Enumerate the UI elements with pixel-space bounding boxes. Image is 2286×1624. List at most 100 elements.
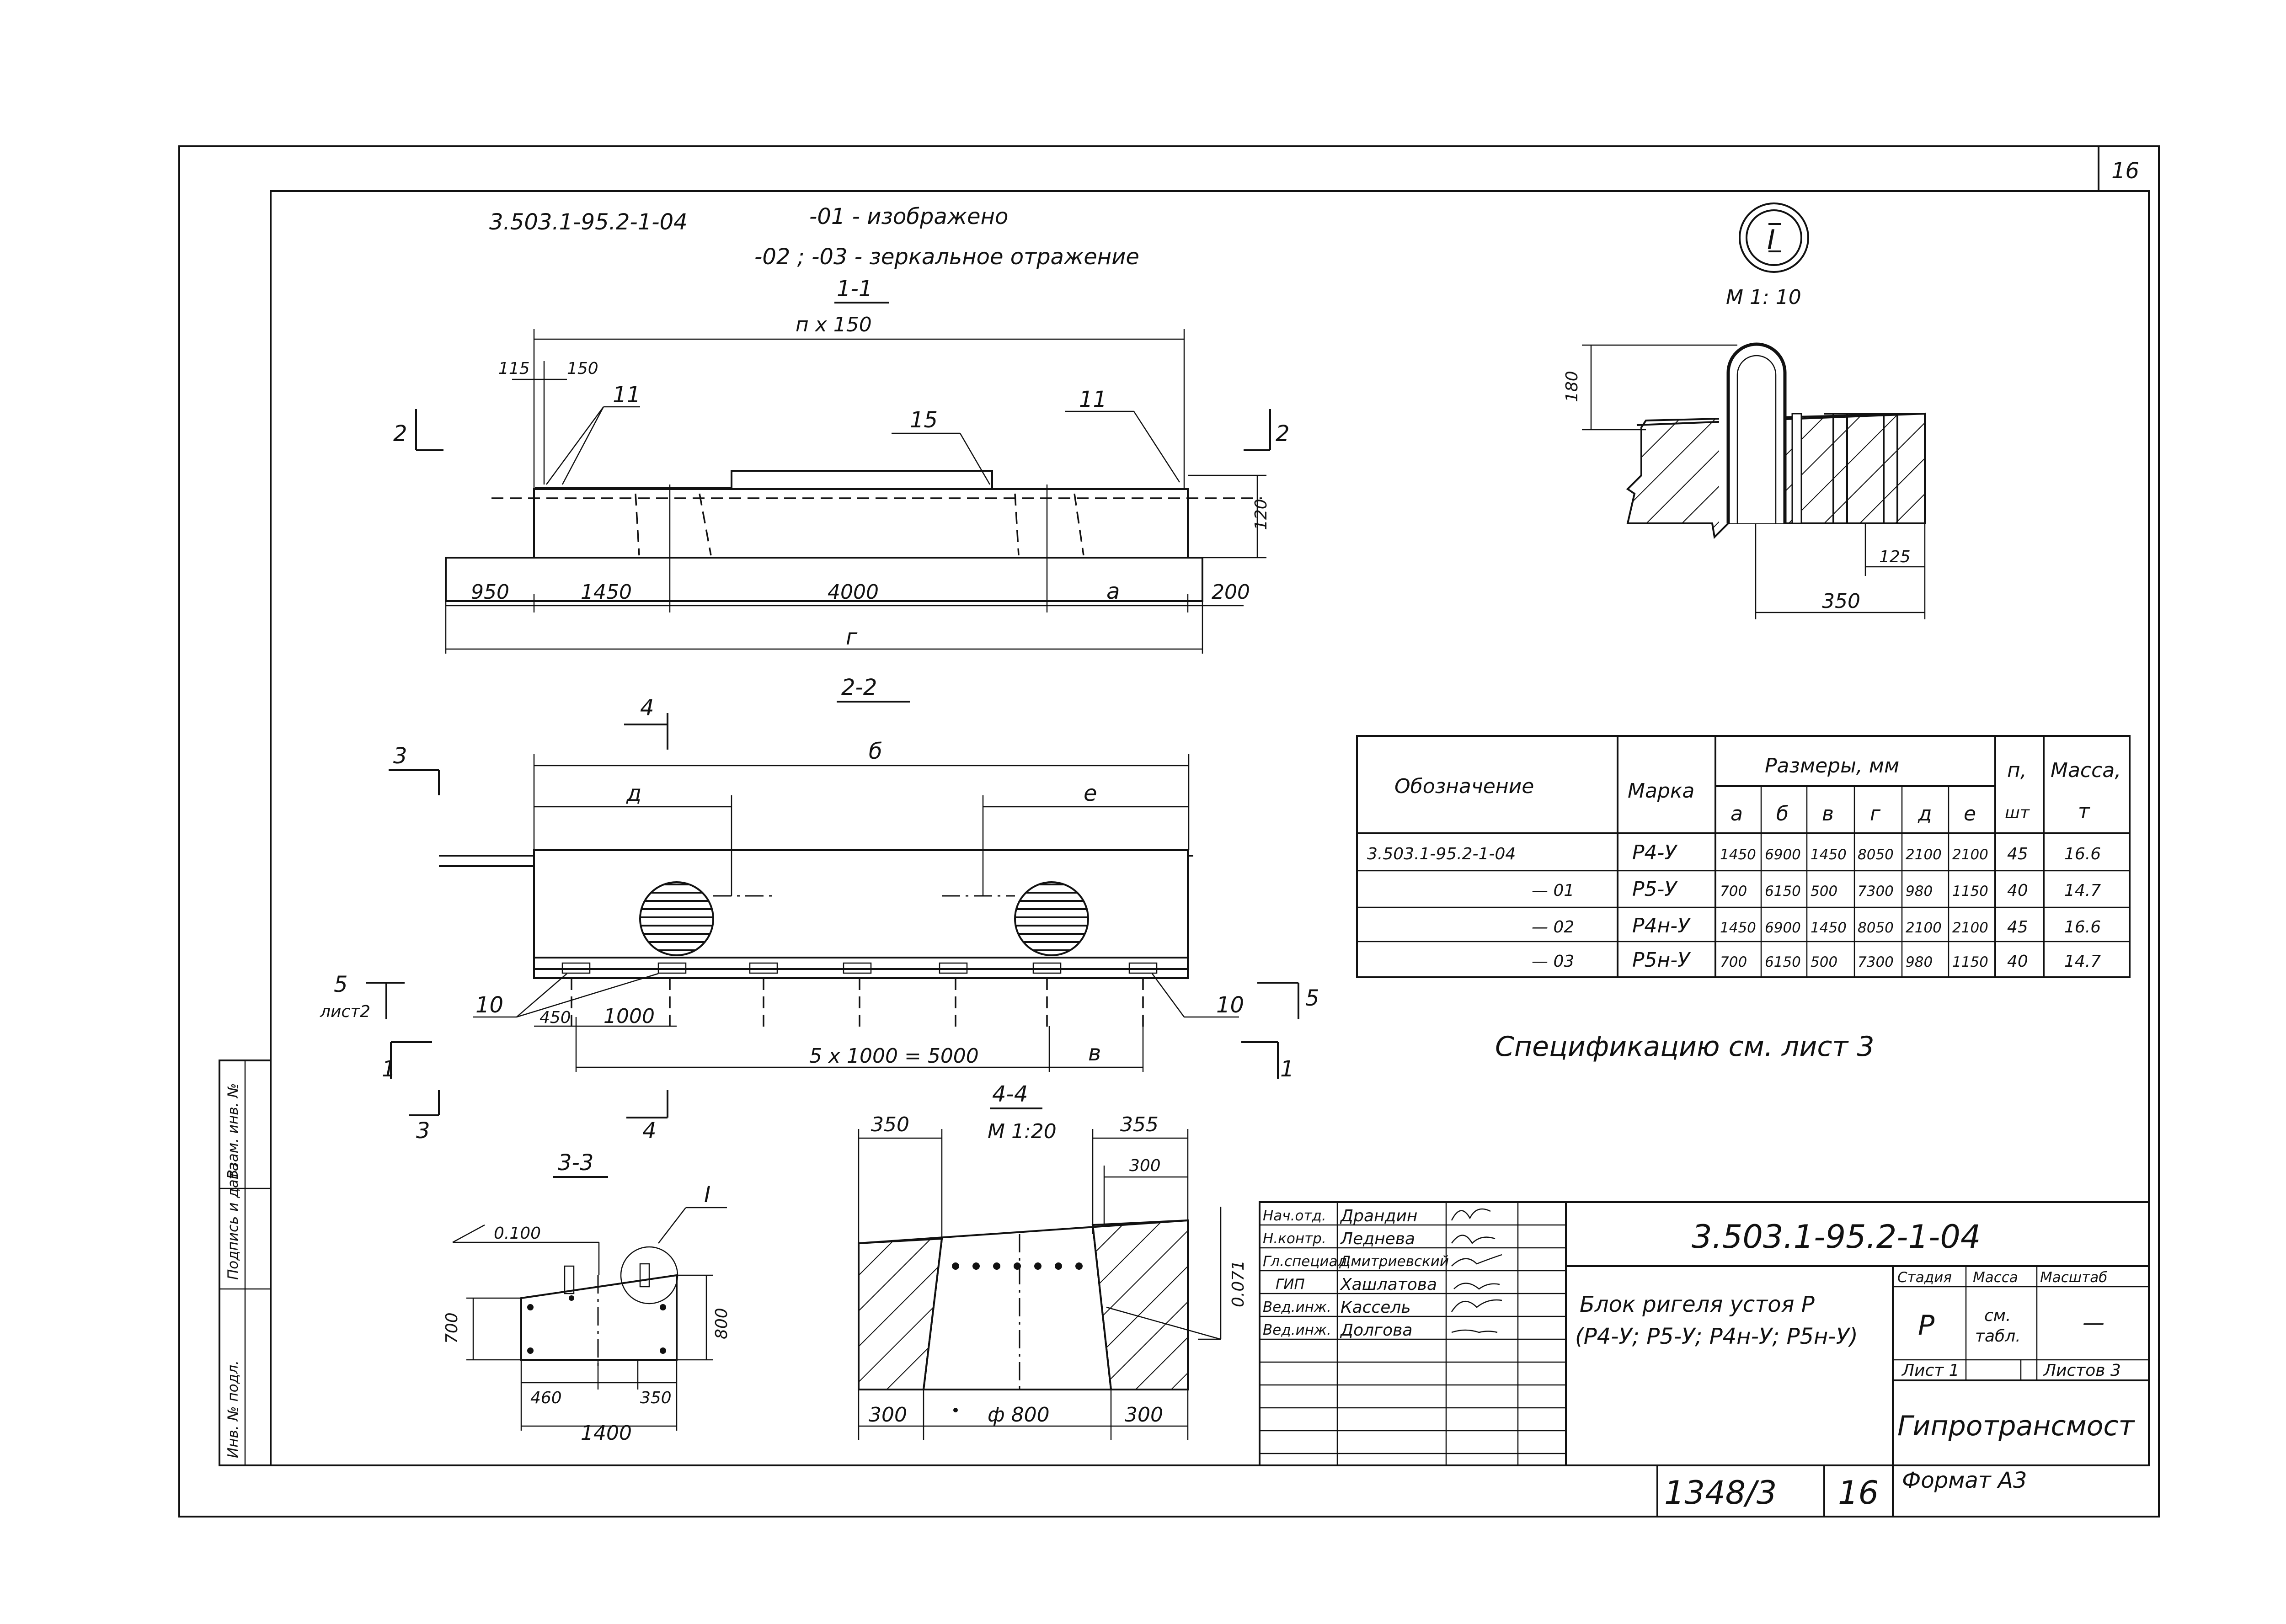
svg-text:п,: п, [2007,759,2027,782]
table-cell-n: 45 [2007,918,2028,937]
table-cell-mark: Р4-У [1632,841,1678,864]
inner-frame [270,190,2150,1466]
svg-text:д: д [1917,802,1932,825]
svg-text:б: б [869,739,882,764]
table-cell-v: 500 [1811,954,1837,970]
table-cell-des: — 01 [1532,881,1574,900]
svg-text:Листов 3: Листов 3 [2043,1361,2121,1380]
svg-text:15: 15 [910,407,938,433]
svg-text:Масса: Масса [1973,1269,2018,1286]
spec-note: Спецификацию см. лист 3 [1495,1031,1875,1063]
svg-text:10: 10 [475,992,503,1018]
svg-text:350: 350 [871,1113,909,1136]
archive-number: 1348/3 [1664,1474,1777,1512]
table-cell-e: 2100 [1952,920,1988,936]
svg-text:200: 200 [1212,580,1250,604]
svg-text:0.100: 0.100 [494,1224,541,1243]
svg-text:Н.контр.: Н.контр. [1263,1230,1326,1247]
table-cell-g: 8050 [1858,920,1894,936]
table-cell-a: 700 [1720,883,1747,900]
table-cell-d: 980 [1906,883,1933,900]
svg-text:4000: 4000 [828,580,879,604]
svg-text:350: 350 [640,1389,672,1407]
svg-text:3: 3 [393,743,407,769]
table-cell-g: 8050 [1858,847,1894,863]
table-cell-m: 16.6 [2064,845,2101,863]
section-1-1: 1-1 п х 150 115 150 11 15 11 2 2 [393,276,1290,654]
svg-text:115: 115 [498,359,530,378]
svg-text:Вед.инж.: Вед.инж. [1263,1299,1331,1315]
svg-text:см.: см. [1984,1306,2011,1325]
svg-text:300: 300 [1129,1156,1161,1175]
svg-text:М 1: 10: М 1: 10 [1726,286,1801,309]
stamp-title-1: Блок ригеля устоя Р [1580,1292,1815,1317]
side-stamp: Инв. № подл. Подпись и дата Взам. инв. № [219,1060,272,1466]
svg-text:3-3: 3-3 [558,1150,593,1176]
svg-text:4: 4 [640,695,654,721]
svg-text:г: г [1870,802,1881,825]
table-cell-b: 6150 [1765,954,1801,970]
svg-text:5: 5 [334,972,348,997]
table-cell-b: 6900 [1765,847,1801,863]
table-cell-v: 1450 [1811,920,1847,936]
svg-text:табл.: табл. [1975,1327,2021,1346]
svg-text:I: I [704,1182,710,1208]
svg-text:Обозначение: Обозначение [1394,775,1534,798]
svg-text:б: б [1776,802,1789,825]
svg-text:11: 11 [1079,387,1107,412]
header-code: 3.503.1-95.2-1-04 [489,209,688,235]
svg-text:в: в [1088,1040,1101,1066]
svg-text:350: 350 [1822,590,1860,613]
svg-text:Стадия: Стадия [1897,1269,1952,1286]
svg-text:Подпись и дата: Подпись и дата [225,1162,241,1280]
svg-text:а: а [1106,579,1120,604]
svg-text:180: 180 [1563,371,1581,402]
table-cell-v: 1450 [1811,847,1847,863]
svg-text:ГИП: ГИП [1276,1276,1305,1293]
svg-text:г: г [846,624,858,650]
svg-text:355: 355 [1120,1113,1159,1136]
svg-text:1000: 1000 [604,1005,655,1028]
table-cell-mark: Р4н-У [1632,914,1691,937]
svg-text:300: 300 [869,1403,907,1427]
svg-text:3: 3 [416,1118,430,1144]
table-cell-a: 1450 [1720,920,1756,936]
table-cell-des: — 02 [1532,918,1574,937]
svg-text:д: д [626,781,641,806]
table-cell-g: 7300 [1858,954,1894,970]
svg-text:Размеры, мм: Размеры, мм [1765,754,1899,777]
svg-text:ф 800: ф 800 [988,1403,1050,1427]
table-cell-mark: Р5-У [1632,878,1678,901]
svg-text:460: 460 [530,1389,562,1407]
table-rows: 3.503.1-95.2-1-04 Р4-У 1450 6900 1450 8050 210… [1367,841,2101,972]
svg-text:150: 150 [567,359,598,378]
svg-text:450: 450 [539,1008,571,1027]
section-3-3: 3-3 0.100 I 700 800 460 350 1400 [443,1150,731,1445]
svg-text:Инв. № подл.: Инв. № подл. [225,1360,241,1458]
svg-text:Драндин: Драндин [1340,1207,1417,1225]
svg-text:120: 120 [1252,499,1271,530]
stamp-title-2: (Р4-У; Р5-У; Р4н-У; Р5н-У) [1575,1324,1858,1349]
svg-text:10: 10 [1216,992,1244,1018]
stamp-org: Гипротрансмост [1897,1410,2135,1442]
svg-text:Формат А3: Формат А3 [1902,1468,2027,1493]
svg-text:Взам. инв. №: Взам. инв. № [225,1083,241,1179]
table-cell-mark: Р5н-У [1632,948,1691,972]
svg-text:2: 2 [393,421,407,447]
table-cell-a: 1450 [1720,847,1756,863]
svg-text:5 х 1000 = 5000: 5 х 1000 = 5000 [809,1044,979,1068]
svg-text:2-2: 2-2 [841,675,877,700]
svg-text:0.071: 0.071 [1229,1260,1248,1307]
svg-text:а: а [1731,802,1743,825]
table-cell-v: 500 [1811,883,1837,900]
svg-text:Гл.специал.: Гл.специал. [1263,1253,1351,1270]
note-02: -02 ; -03 - зеркальное отражение [754,244,1139,270]
svg-text:125: 125 [1879,548,1911,566]
svg-text:I: I [1767,224,1775,256]
svg-text:5: 5 [1305,985,1319,1011]
table-cell-des: 3.503.1-95.2-1-04 [1367,845,1516,863]
table-cell-g: 7300 [1858,883,1894,900]
title-block: Нач.отд. Н.контр. Гл.специал. ГИП Вед.ин… [1259,1201,2150,1517]
svg-text:Марка: Марка [1628,779,1694,803]
